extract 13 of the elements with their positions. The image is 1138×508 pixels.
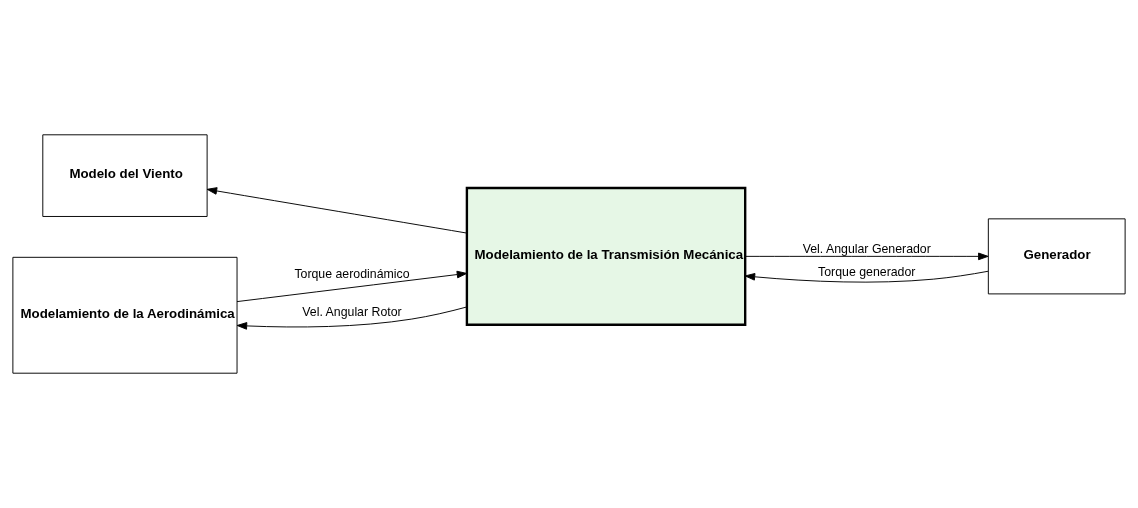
arrow xyxy=(236,270,468,303)
edge-label: Vel. Angular Rotor xyxy=(302,304,402,319)
edge-label: Torque generador xyxy=(818,264,916,279)
edge-label: Vel. Angular Generador xyxy=(802,241,931,256)
arrow xyxy=(744,270,989,283)
node-box: Modelamiento de la Transmisión Mecánica xyxy=(465,186,747,326)
arrow xyxy=(236,306,468,330)
node-box: Modelamiento de la Aerodinámica xyxy=(12,256,238,374)
arrow xyxy=(744,252,989,261)
node-box: Generador xyxy=(987,218,1126,295)
node-box: Modelo del Viento xyxy=(42,134,208,217)
edge-label: Torque aerodinámico xyxy=(294,266,410,281)
arrow xyxy=(206,187,468,234)
